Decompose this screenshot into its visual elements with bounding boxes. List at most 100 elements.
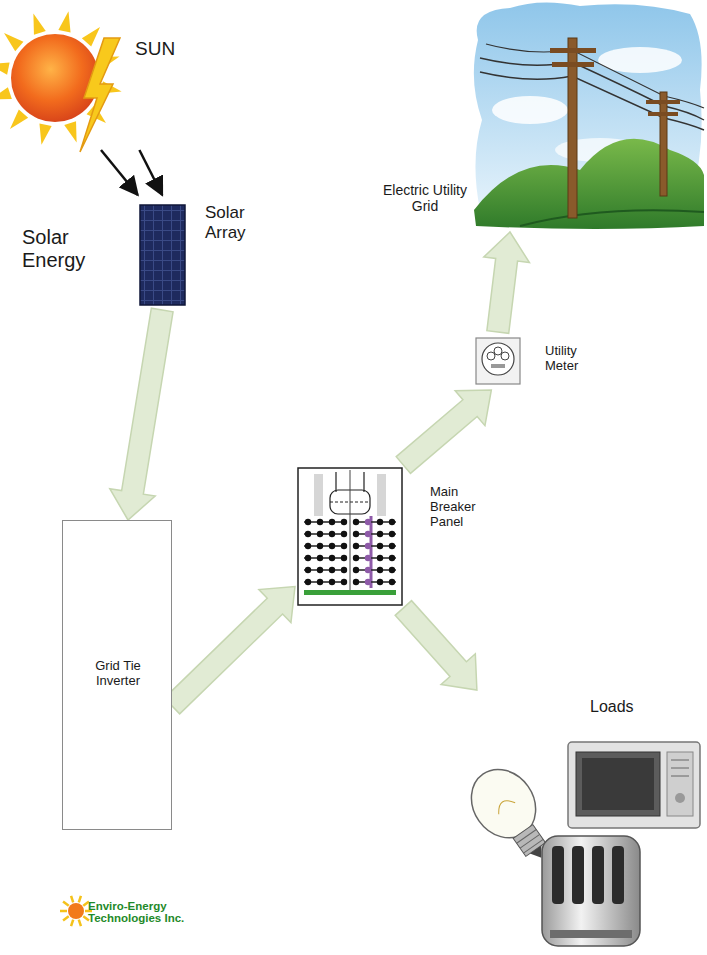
logo-ray: [71, 896, 73, 903]
sun-ray: [64, 121, 76, 142]
sun-ray: [39, 123, 51, 144]
logo-ray: [63, 916, 69, 920]
breaker-dot: [389, 567, 395, 573]
sun-ray: [4, 33, 23, 51]
flow-arrow-shape: [484, 232, 530, 333]
node-label: Grid Tie Inverter: [77, 659, 159, 689]
utility-grid-scene: [474, 2, 704, 229]
breaker-dot: [305, 579, 311, 585]
breaker-dot: [329, 567, 335, 573]
logo-ray: [63, 902, 69, 906]
logo-ray: [60, 910, 67, 913]
breaker-dot: [317, 579, 323, 585]
breaker-dot: [341, 555, 347, 561]
breaker-dot: [341, 579, 347, 585]
logo-ray: [71, 920, 73, 927]
loads-node: Loads: [465, 690, 703, 952]
breaker-dot: [329, 579, 335, 585]
node-label: Main Breaker Panel: [430, 485, 488, 530]
breaker-dot: [317, 531, 323, 537]
flow-arrow-shape: [110, 308, 173, 520]
flow-arrow-shape: [395, 601, 477, 690]
breaker-dot: [329, 519, 335, 525]
breaker-dot: [389, 555, 395, 561]
breaker-dot: [305, 543, 311, 549]
sun-ray: [10, 110, 28, 129]
flow-arrow: [164, 587, 295, 714]
sun-ray: [33, 14, 45, 35]
breaker-dot: [365, 543, 371, 549]
breaker-dot: [353, 555, 359, 561]
breaker-dot: [341, 567, 347, 573]
flow-arrow-shape: [164, 587, 295, 714]
flow-arrow: [484, 232, 530, 333]
breaker-dot: [317, 567, 323, 573]
utility-meter-icon: [476, 338, 520, 384]
logo-sun: [60, 896, 92, 926]
toaster: [542, 836, 640, 946]
breaker-panel-icon: [298, 468, 402, 605]
logo-ray: [79, 896, 81, 903]
breaker-dot: [305, 567, 311, 573]
inverter-box: Grid Tie Inverter: [62, 520, 172, 830]
flow-arrow: [110, 308, 173, 520]
breaker-dot: [353, 519, 359, 525]
breaker-dot: [329, 555, 335, 561]
breaker-dot: [389, 519, 395, 525]
breaker-dot: [365, 531, 371, 537]
sun-ray: [0, 62, 10, 74]
sun-ray: [0, 87, 12, 99]
breaker-dot: [353, 579, 359, 585]
solar-array-node: Solar Array: [135, 195, 271, 310]
breaker-dot: [317, 555, 323, 561]
breaker-dot: [377, 543, 383, 549]
sun-ray: [58, 11, 70, 32]
edge-label: Solar Energy: [22, 226, 108, 272]
breaker-dot: [377, 531, 383, 537]
sun-node: SUN: [5, 8, 197, 150]
flow-arrow: [396, 390, 491, 473]
breaker-dot: [365, 555, 371, 561]
breaker-dot: [329, 531, 335, 537]
breaker-dot: [353, 543, 359, 549]
utility-meter-node: Utility Meter: [472, 332, 601, 390]
breaker-dot: [353, 531, 359, 537]
company-logo-text: Enviro-Energy Technologies Inc.: [88, 900, 206, 924]
breaker-dot: [305, 531, 311, 537]
breaker-dot: [389, 531, 395, 537]
breaker-dot: [329, 543, 335, 549]
breaker-dot: [377, 579, 383, 585]
breaker-dot: [365, 579, 371, 585]
breaker-dot: [317, 543, 323, 549]
breaker-dot: [377, 567, 383, 573]
energy-arrow-line: [139, 150, 162, 195]
breaker-dot: [341, 519, 347, 525]
breaker-dot: [305, 519, 311, 525]
breaker-dot: [365, 519, 371, 525]
microwave: [568, 742, 700, 828]
node-label: Electric Utility Grid: [383, 182, 467, 214]
breaker-dot: [377, 555, 383, 561]
solar-panel: [140, 205, 185, 305]
sun-illustration: [0, 11, 122, 152]
breaker-dot: [353, 567, 359, 573]
breaker-dot: [341, 531, 347, 537]
node-label: Solar Array: [205, 203, 267, 242]
breaker-dot: [365, 567, 371, 573]
breaker-dot: [341, 543, 347, 549]
breaker-dot: [317, 519, 323, 525]
node-label: Utility Meter: [545, 344, 597, 374]
utility-grid-node: Electric Utility Grid: [380, 2, 705, 232]
breaker-dot: [305, 555, 311, 561]
energy-arrow: [101, 150, 162, 195]
node-label: SUN: [135, 38, 193, 60]
node-label: Loads: [590, 698, 650, 716]
breaker-dot: [389, 543, 395, 549]
logo-ray: [79, 920, 81, 927]
flow-arrow-shape: [396, 390, 491, 473]
breaker-panel-node: Main Breaker Panel: [295, 465, 492, 608]
flow-arrow: [395, 601, 477, 690]
energy-arrow-line: [101, 150, 138, 195]
sun-ray: [82, 27, 100, 46]
